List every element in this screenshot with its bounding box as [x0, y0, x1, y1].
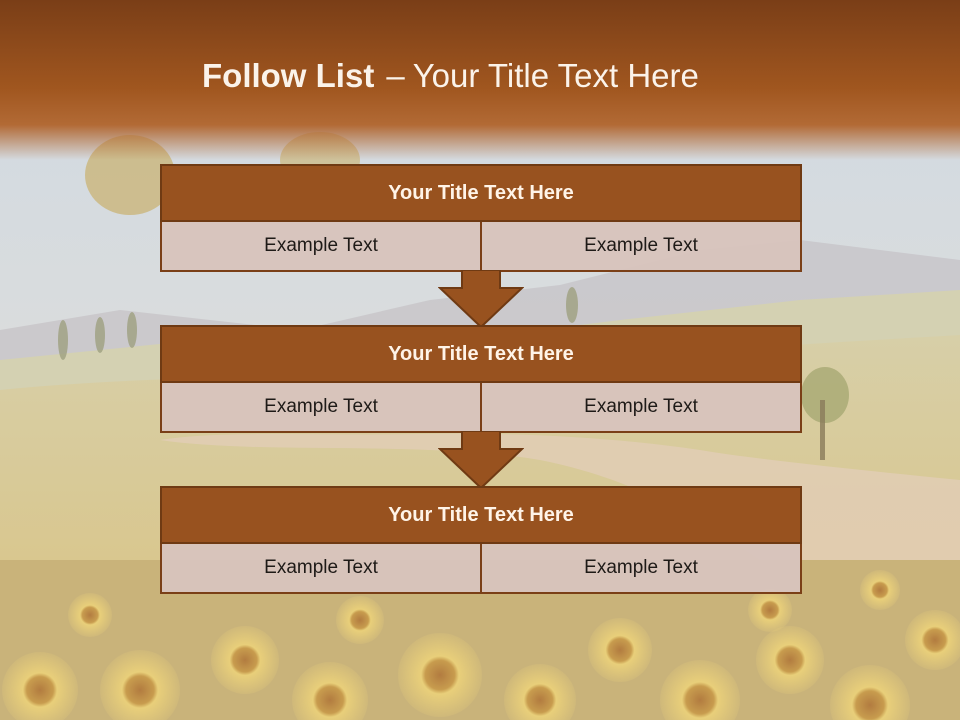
step-cell-right: Example Text — [482, 383, 802, 433]
down-arrow-icon — [438, 431, 524, 489]
slide-title: Follow List–Your Title Text Here — [202, 52, 902, 100]
header-band — [0, 0, 960, 160]
step-cell-left: Example Text — [160, 544, 482, 594]
step-cell-left: Example Text — [160, 222, 482, 272]
step-block-2: Your Title Text Here Example Text Exampl… — [160, 325, 802, 433]
step-cell-left: Example Text — [160, 383, 482, 433]
step-title: Your Title Text Here — [160, 486, 802, 544]
step-block-3: Your Title Text Here Example Text Exampl… — [160, 486, 802, 594]
slide-title-rest: Your Title Text Here — [412, 57, 699, 94]
step-title: Your Title Text Here — [160, 164, 802, 222]
down-arrow-icon — [438, 270, 524, 328]
step-block-1: Your Title Text Here Example Text Exampl… — [160, 164, 802, 272]
step-cell-right: Example Text — [482, 544, 802, 594]
step-row: Example Text Example Text — [160, 544, 802, 594]
step-title: Your Title Text Here — [160, 325, 802, 383]
step-row: Example Text Example Text — [160, 383, 802, 433]
slide-title-bold: Follow List — [202, 57, 375, 94]
step-row: Example Text Example Text — [160, 222, 802, 272]
step-cell-right: Example Text — [482, 222, 802, 272]
slide-title-dash: – — [386, 57, 405, 94]
